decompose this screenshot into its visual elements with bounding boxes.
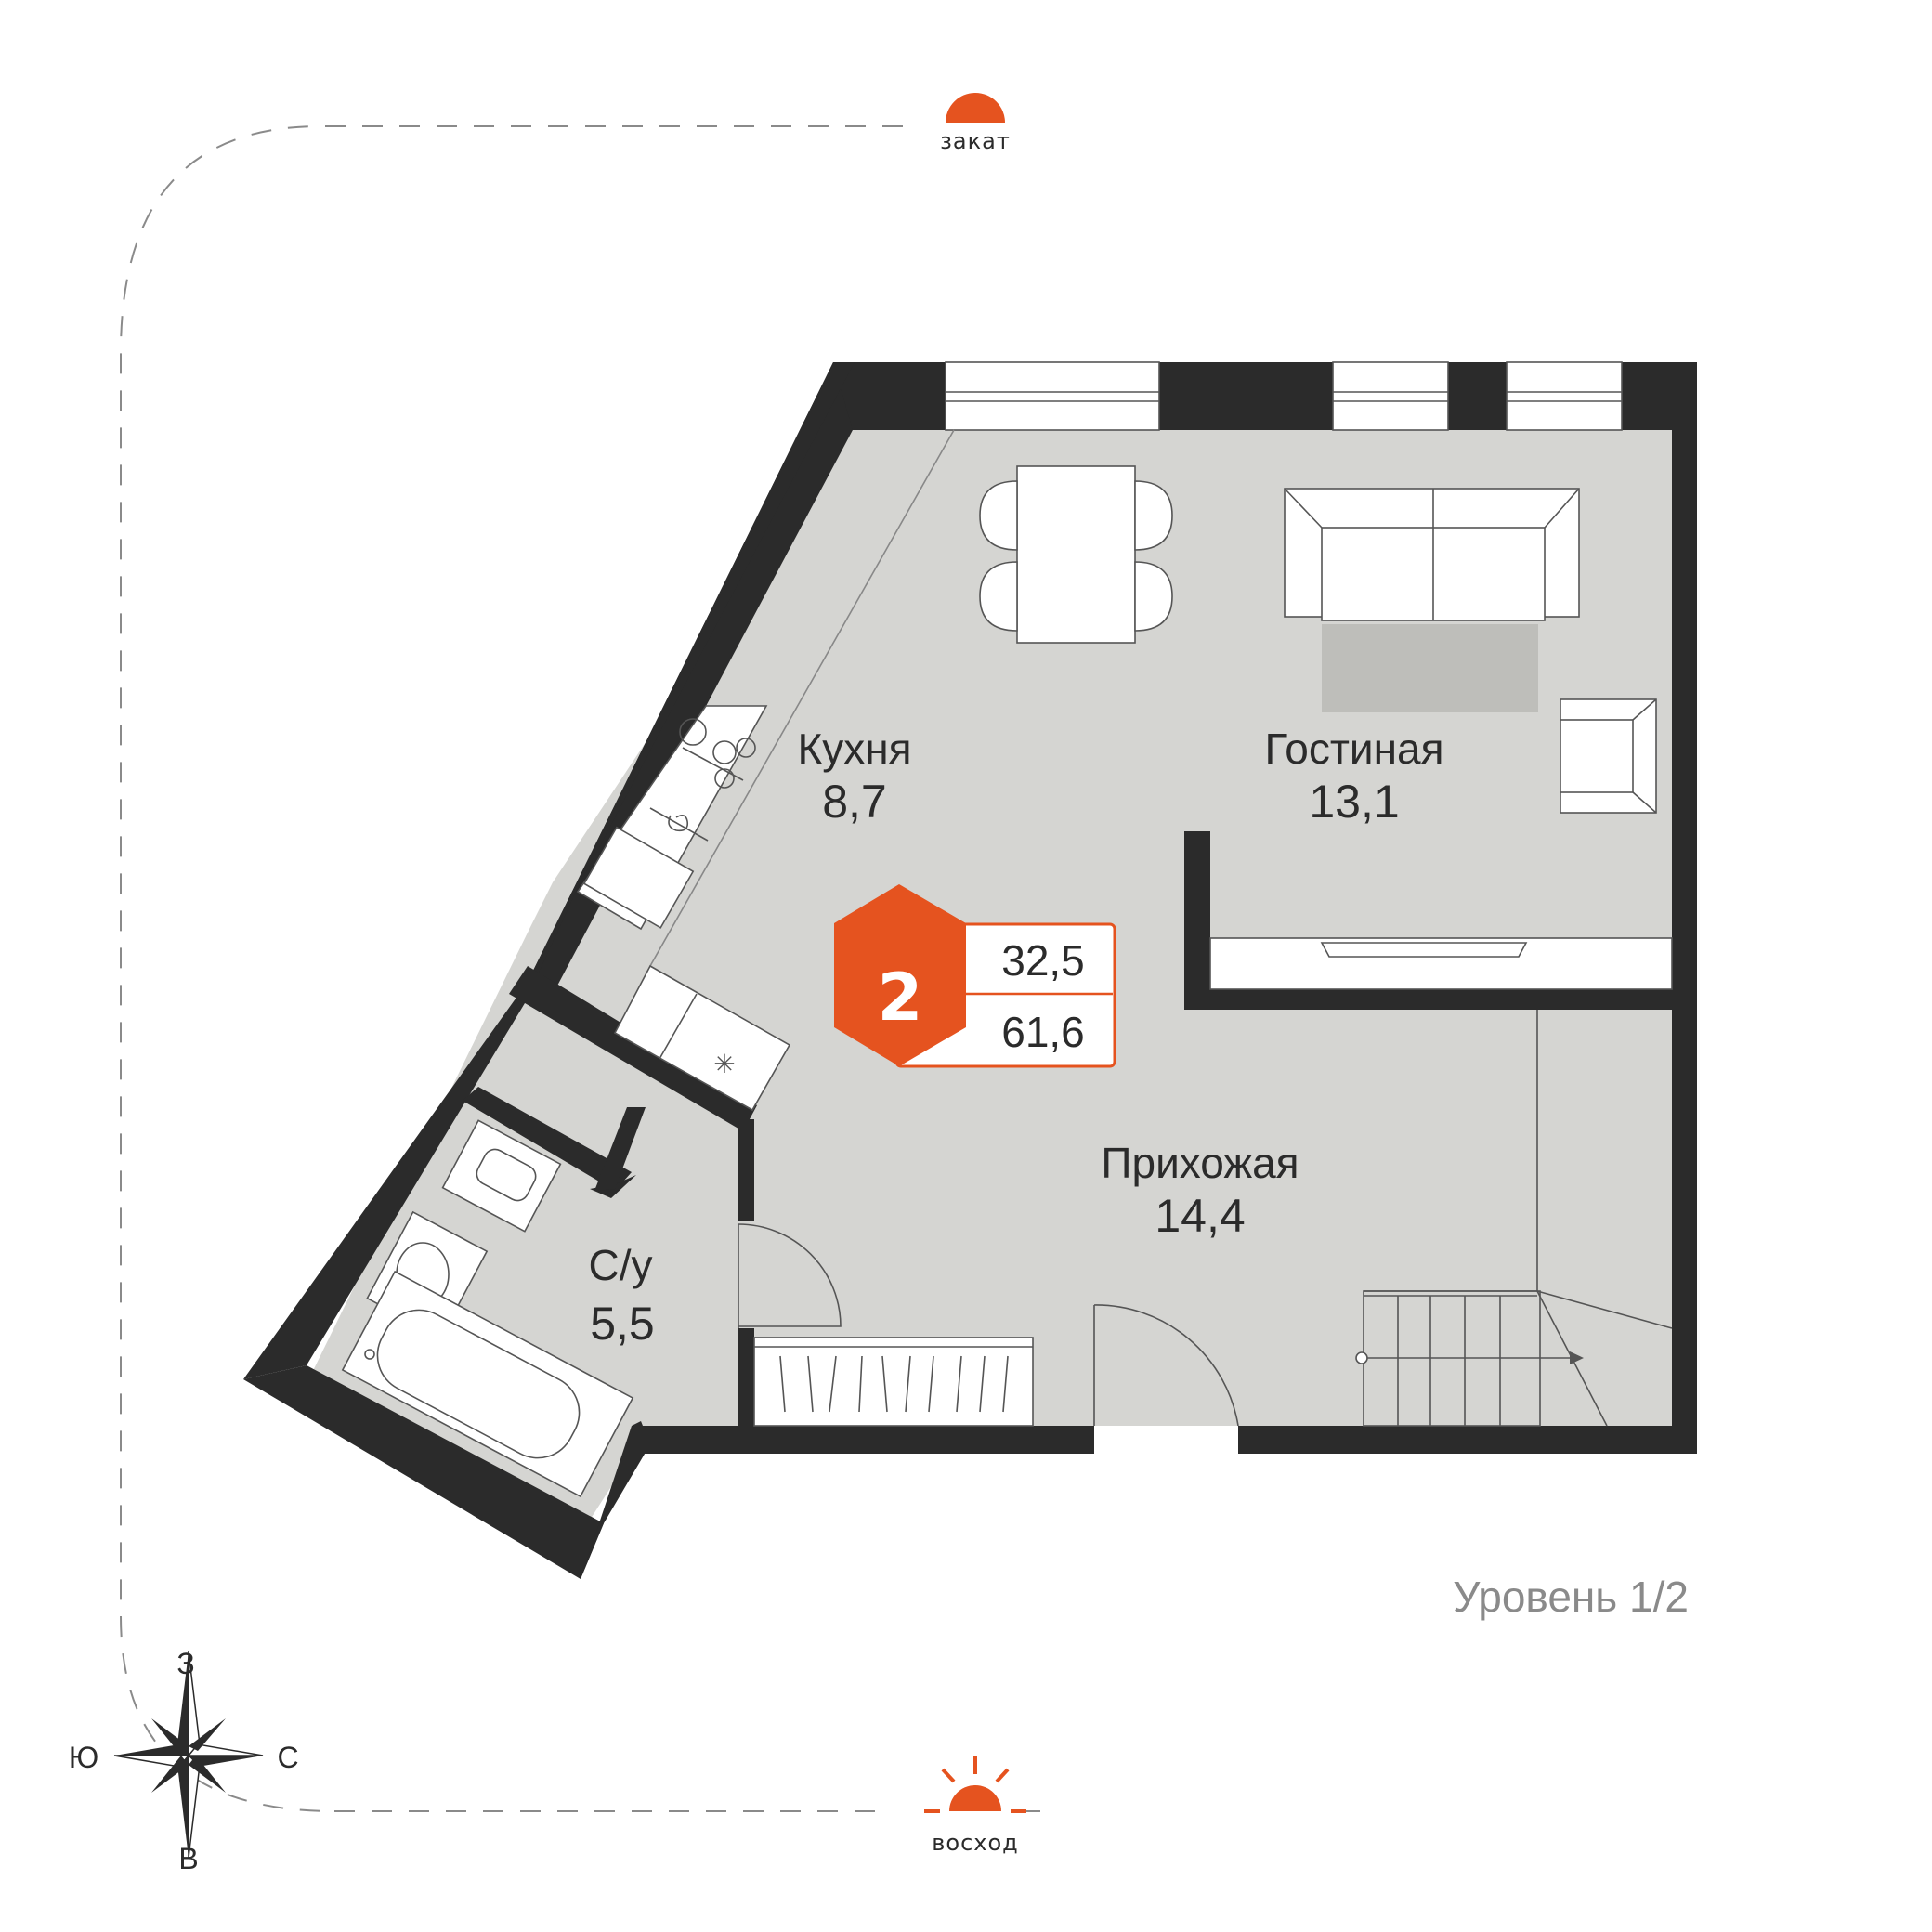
dining-table: [979, 465, 1173, 644]
sunset-label: закат: [940, 128, 1011, 154]
rug: [1322, 624, 1538, 712]
rooms-count-hexagon: [834, 884, 966, 1066]
sunset-icon: [946, 93, 1005, 123]
area-badge: 2 32,5 61,6: [834, 884, 1116, 1068]
total-area-value: 61,6: [1001, 1008, 1085, 1056]
level-label: Уровень 1/2: [1453, 1573, 1689, 1621]
hall-name: Прихожая: [1101, 1139, 1299, 1187]
kitchen-area: 8,7: [822, 776, 887, 828]
tv-stand: [1209, 937, 1673, 990]
living-room-name: Гостиная: [1264, 724, 1443, 773]
compass-icon: [113, 1651, 264, 1859]
site-boundary-corner: [120, 1615, 335, 1812]
fridge-icon: ✳: [713, 1049, 735, 1079]
compass-east: В: [178, 1842, 198, 1875]
kitchen-counter: ✳: [576, 705, 791, 1112]
kitchen-sink: [582, 826, 695, 929]
compass-south: Ю: [69, 1741, 98, 1774]
washing-machine-icon: [668, 814, 689, 832]
living-room-area: 13,1: [1309, 776, 1399, 828]
armchair: [1560, 698, 1657, 814]
compass-west: З: [176, 1647, 194, 1680]
sofa: [1284, 488, 1580, 621]
bathroom-fixtures: [341, 1119, 634, 1498]
windows: [945, 361, 1623, 431]
sunrise-icon: [924, 1756, 1026, 1813]
wardrobe: [753, 1337, 1034, 1427]
kitchen-zone-line: [649, 429, 955, 967]
stair-arrow-icon: [1570, 1351, 1584, 1364]
hall-area: 14,4: [1155, 1190, 1245, 1242]
living-area-value: 32,5: [1001, 936, 1085, 985]
bathroom-name: С/у: [589, 1241, 653, 1289]
walls: [243, 362, 1697, 1579]
staircase: [1355, 1010, 1673, 1427]
bathroom-area: 5,5: [590, 1298, 655, 1350]
doors: [738, 1223, 1239, 1427]
stove-burner-icon: [679, 718, 707, 746]
sunrise-label: восход: [932, 1830, 1019, 1856]
rooms-count: 2: [878, 959, 923, 1036]
kitchen-name: Кухня: [797, 724, 911, 773]
compass-north: С: [277, 1741, 298, 1774]
